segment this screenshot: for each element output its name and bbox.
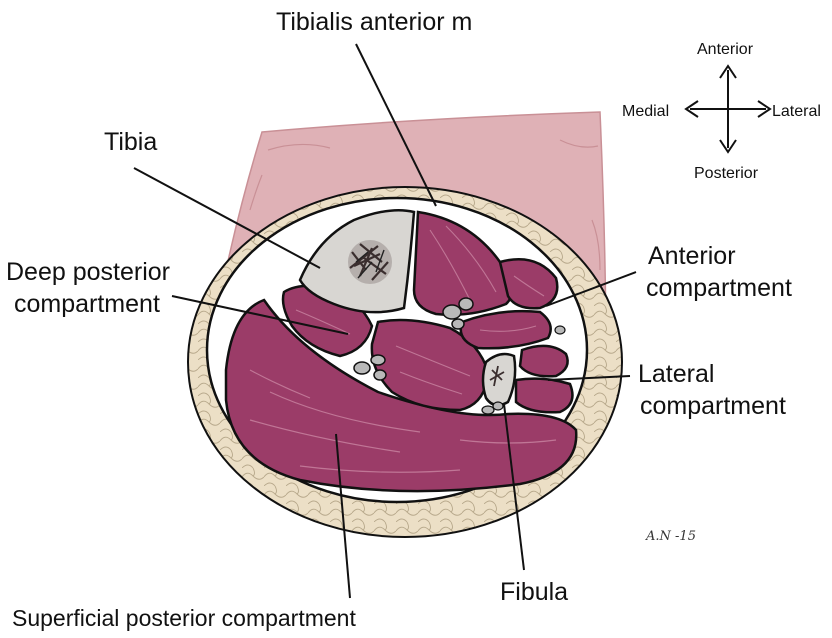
- compass-anterior: Anterior: [697, 41, 754, 58]
- label-lateral-compartment-line1: Lateral: [638, 360, 714, 388]
- compass-posterior: Posterior: [694, 165, 759, 182]
- label-superficial-posterior: Superficial posterior compartment: [12, 605, 356, 631]
- compass-medial: Medial: [622, 103, 669, 120]
- lateral-compartment-muscle-2: [516, 379, 572, 413]
- label-anterior-compartment-line2: compartment: [646, 274, 792, 302]
- orientation-compass: [686, 66, 770, 152]
- label-tibialis-anterior: Tibialis anterior m: [276, 8, 472, 36]
- tibia-marrow: [348, 240, 392, 284]
- label-anterior-compartment-line1: Anterior: [648, 242, 736, 270]
- artist-signature: A.N -15: [645, 529, 696, 544]
- label-deep-posterior-line2: compartment: [14, 290, 160, 318]
- compass-lateral: Lateral: [772, 103, 821, 120]
- label-tibia: Tibia: [104, 128, 157, 156]
- label-deep-posterior-line1: Deep posterior: [6, 258, 170, 286]
- label-fibula: Fibula: [500, 578, 568, 606]
- lateral-compartment-muscle-1: [520, 346, 568, 376]
- anterior-compartment-muscle-3: [461, 311, 551, 348]
- label-lateral-compartment-line2: compartment: [640, 392, 786, 420]
- fibula-bone: [483, 354, 515, 405]
